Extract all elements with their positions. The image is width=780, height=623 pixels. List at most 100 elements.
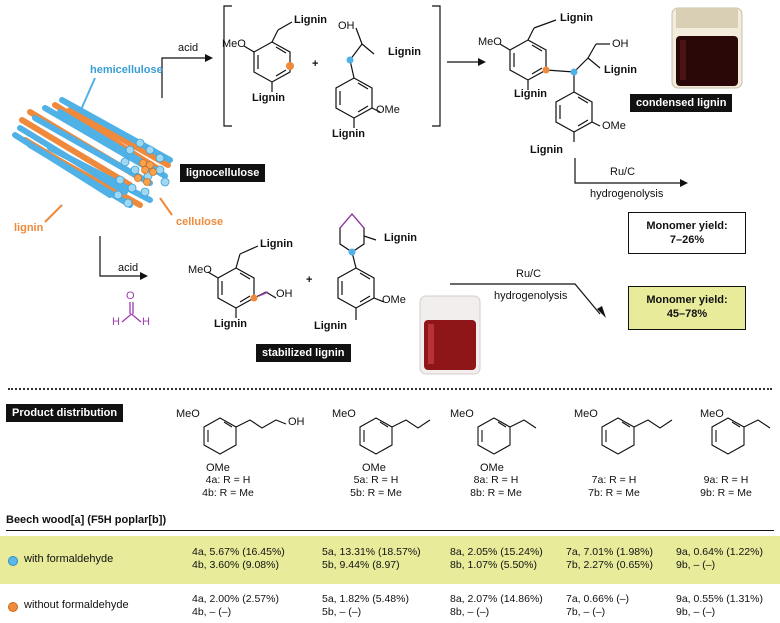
stabilized-right-lignin-bottom: Lignin: [314, 320, 347, 332]
row1-7a: 7a, 7.01% (1.98%): [566, 546, 653, 558]
bracket-left-meo: MeO: [222, 38, 246, 50]
row2-4a: 4a, 2.00% (2.57%): [192, 593, 279, 605]
row1-cell-7: 7a, 7.01% (1.98%)7b, 2.27% (0.65%): [566, 546, 653, 572]
row1-cell-5: 5a, 13.31% (18.57%)5b, 9.44% (8.97): [322, 546, 421, 572]
acid-label-bottom: acid: [118, 262, 139, 274]
row2-cell-8: 8a, 2.07% (14.86%)8b, – (–): [450, 593, 543, 619]
yield-condensed-value: 7–26%: [669, 234, 705, 246]
stabilized-right-lignin-top: Lignin: [384, 232, 417, 244]
hydrogenolysis-label-bottom: hydrogenolysis: [494, 290, 568, 302]
compound-5a: 5a: R = H: [353, 474, 399, 486]
compound-5b: 5b: R = Me: [350, 487, 402, 499]
condensed-lignin-right: Lignin: [604, 64, 637, 76]
yield-condensed-title: Monomer yield:: [646, 220, 728, 232]
condensed-ome: OMe: [602, 120, 626, 132]
row1-7b: 7b, 2.27% (0.65%): [566, 559, 653, 571]
p7-meo: MeO: [574, 408, 598, 420]
table-row-with-formaldehyde: with formaldehyde 4a, 5.67% (16.45%)4b, …: [0, 536, 780, 584]
condensed-oh: OH: [612, 38, 629, 50]
ru-c-label-bottom: Ru/C: [516, 268, 542, 280]
row2-7b: 7b, – (–): [566, 606, 606, 618]
compound-4a: 4a: R = H: [205, 474, 251, 486]
stabilized-left-lignin-bottom: Lignin: [214, 318, 247, 330]
p4-oh: OH: [288, 416, 305, 428]
stabilized-left-meo: MeO: [188, 264, 212, 276]
compound-9b: 9b: R = Me: [700, 487, 752, 499]
condensed-lignin-left: Lignin: [514, 88, 547, 100]
cellulose-label: cellulose: [176, 216, 224, 228]
row1-4b: 4b, 3.60% (9.08%): [192, 559, 279, 571]
bracket-left-lignin-bottom: Lignin: [252, 92, 285, 104]
yield-stabilized-title: Monomer yield:: [646, 294, 728, 306]
row1-8a: 8a, 2.05% (15.24%): [450, 546, 543, 558]
row2-5a: 5a, 1.82% (5.48%): [322, 593, 409, 605]
stabilized-right-ome: OMe: [382, 294, 406, 306]
p9-meo: MeO: [700, 408, 724, 420]
p8-meo: MeO: [450, 408, 474, 420]
condensed-lignin-label: condensed lignin: [630, 94, 733, 112]
row1-8b: 8b, 1.07% (5.50%): [450, 559, 537, 571]
p4-meo: MeO: [176, 408, 200, 420]
ru-c-label-top: Ru/C: [610, 166, 636, 178]
table-header: Beech wood[a] (F5H poplar[b]): [6, 514, 167, 526]
p8-ome: OMe: [480, 462, 504, 474]
row1-5b: 5b, 9.44% (8.97): [322, 559, 400, 571]
monomer-yield-stabilized: Monomer yield: 45–78%: [628, 286, 746, 330]
row2-cell-4: 4a, 2.00% (2.57%)4b, – (–): [192, 593, 279, 619]
plus-sign-bottom: +: [306, 274, 313, 286]
formaldehyde-o: O: [126, 290, 135, 302]
compound-7a: 7a: R = H: [591, 474, 637, 486]
row1-cell-4: 4a, 5.67% (16.45%)4b, 3.60% (9.08%): [192, 546, 285, 572]
reaction-scheme: [12, 5, 743, 375]
lignin-label: lignin: [14, 222, 44, 234]
hemicellulose-label: hemicellulose: [90, 64, 163, 76]
row2-cell-7: 7a, 0.66% (–)7b, – (–): [566, 593, 629, 619]
with-formaldehyde-dot-icon: [8, 556, 18, 566]
compound-4b: 4b: R = Me: [202, 487, 254, 499]
row1-4a: 4a, 5.67% (16.45%): [192, 546, 285, 558]
bracket-mid-ome: OMe: [376, 104, 400, 116]
bracket-mid-lignin-top: Lignin: [388, 46, 421, 58]
row1-cell-9: 9a, 0.64% (1.22%)9b, – (–): [676, 546, 763, 572]
compound-8: 8a: R = H 8b: R = Me: [466, 474, 526, 500]
row2-9b: 9b, – (–): [676, 606, 716, 618]
table-row-without-formaldehyde: without formaldehyde 4a, 2.00% (2.57%)4b…: [0, 590, 780, 622]
stabilized-lignin-label: stabilized lignin: [256, 344, 351, 362]
row2-4b: 4b, – (–): [192, 606, 232, 618]
hydrogenolysis-label-top: hydrogenolysis: [590, 188, 664, 200]
stabilized-left-oh: OH: [276, 288, 293, 300]
lignocellulose-bundle: [12, 97, 173, 208]
compound-9a: 9a: R = H: [703, 474, 749, 486]
monomer-yield-condensed: Monomer yield: 7–26%: [628, 212, 746, 254]
without-formaldehyde-dot-icon: [8, 602, 18, 612]
compound-4: 4a: R = H 4b: R = Me: [198, 474, 258, 500]
condensed-vial: [671, 7, 743, 89]
row1-cell-8: 8a, 2.05% (15.24%)8b, 1.07% (5.50%): [450, 546, 543, 572]
table-header-rule: [6, 530, 774, 531]
without-formaldehyde-label: without formaldehyde: [24, 599, 129, 611]
stabilized-vial: [419, 295, 481, 375]
row2-9a: 9a, 0.55% (1.31%): [676, 593, 763, 605]
p4-ome: OMe: [206, 462, 230, 474]
section-divider: [8, 388, 772, 390]
p5-meo: MeO: [332, 408, 356, 420]
row1-9a: 9a, 0.64% (1.22%): [676, 546, 763, 558]
bracket-left-lignin-top: Lignin: [294, 14, 327, 26]
bracket-mid-lignin-bottom: Lignin: [332, 128, 365, 140]
condensed-lignin-bottom: Lignin: [530, 144, 563, 156]
row2-8b: 8b, – (–): [450, 606, 490, 618]
row2-5b: 5b, – (–): [322, 606, 362, 618]
compound-5: 5a: R = H 5b: R = Me: [346, 474, 406, 500]
formaldehyde-h-right: H: [142, 316, 150, 328]
row2-7a: 7a, 0.66% (–): [566, 593, 630, 605]
plus-sign-top: +: [312, 58, 319, 70]
row1-5a: 5a, 13.31% (18.57%): [322, 546, 421, 558]
compound-7b: 7b: R = Me: [588, 487, 640, 499]
row2-cell-9: 9a, 0.55% (1.31%)9b, – (–): [676, 593, 763, 619]
compound-8b: 8b: R = Me: [470, 487, 522, 499]
with-formaldehyde-label: with formaldehyde: [24, 553, 114, 565]
p5-ome: OMe: [362, 462, 386, 474]
condensed-meo: MeO: [478, 36, 502, 48]
yield-stabilized-value: 45–78%: [666, 308, 708, 320]
